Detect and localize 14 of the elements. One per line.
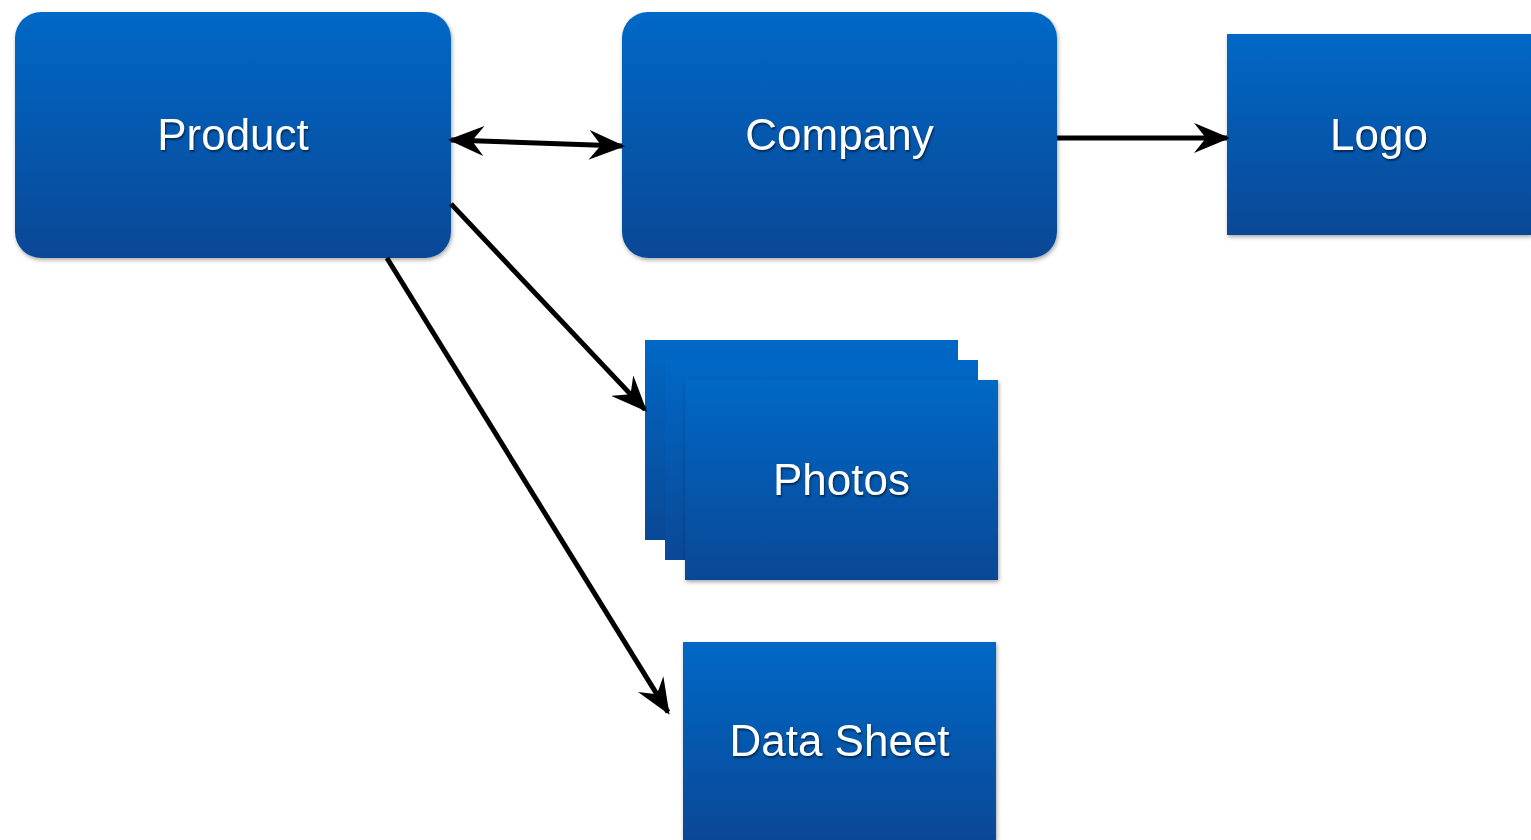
- node-label: Data Sheet: [729, 716, 950, 766]
- process-box: [683, 642, 996, 840]
- node-label: Logo: [1330, 109, 1428, 160]
- node-label: Company: [745, 110, 934, 160]
- process-box: [15, 12, 451, 258]
- process-box: [622, 12, 1057, 258]
- stacked-cards: [645, 340, 998, 580]
- arrow: [448, 126, 625, 160]
- node-label: Photos: [773, 455, 910, 505]
- arrow: [449, 202, 648, 412]
- process-box: [1227, 34, 1531, 235]
- node-label: Product: [157, 110, 309, 160]
- arrow: [1057, 122, 1230, 153]
- arrow: [384, 256, 671, 715]
